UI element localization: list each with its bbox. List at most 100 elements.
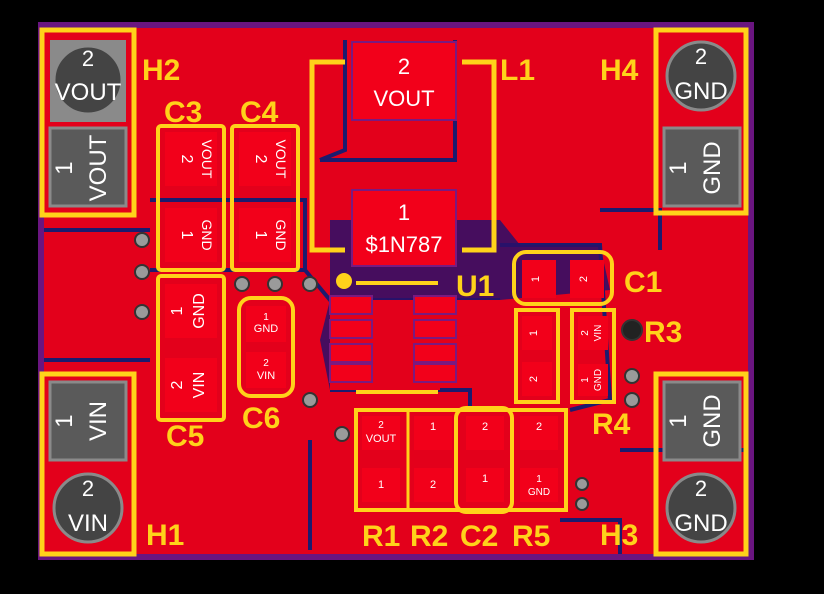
h1-pin1-net: VIN [85, 401, 112, 441]
r3-pad2-number: 2 [580, 330, 591, 336]
c6-pad2-number: 2 [263, 358, 269, 369]
ref-h2: H2 [142, 54, 180, 87]
l1-pin2-number: 2 [398, 54, 410, 79]
ref-h3: H3 [600, 519, 638, 552]
r4-pad1-net: GND [593, 369, 604, 391]
r1-pad2-number: 2 [378, 420, 384, 431]
u1-pad [413, 319, 457, 339]
c5-silk [156, 274, 226, 422]
c2-pad1 [466, 468, 504, 502]
u1-pad [329, 319, 373, 339]
ref-c1: C1 [624, 266, 662, 299]
h3-pin2-net: GND [674, 510, 727, 537]
ref-r1: R1 [362, 520, 400, 553]
r5-pad1-number: 1 [536, 474, 542, 485]
ref-r4: R4 [592, 408, 631, 441]
r5-pad2-number: 2 [536, 421, 542, 433]
c2-silk [454, 406, 514, 514]
h1-pin2-number: 2 [82, 476, 94, 501]
ref-h4: H4 [600, 54, 639, 87]
ref-r2: R2 [410, 520, 448, 553]
h4-pin2-net: GND [674, 78, 727, 105]
capacitor-c4: 2 VOUT 1 GND [230, 124, 300, 272]
via [624, 392, 640, 408]
h3-pin2-hole [665, 472, 737, 544]
c4-pad2-net: VOUT [273, 140, 289, 179]
l1-pin1-number: 1 [398, 200, 410, 225]
c5-pad2 [165, 358, 217, 412]
c6-pad1 [246, 306, 286, 342]
r5-pad2 [520, 416, 558, 450]
h4-pin1-pad [662, 126, 742, 208]
ref-h1: H1 [146, 519, 184, 552]
ref-c3: C3 [164, 96, 202, 129]
ref-u1: U1 [456, 270, 494, 303]
l1-silk-right [462, 59, 497, 253]
c2-pad1-number: 1 [482, 473, 488, 485]
via [302, 276, 318, 292]
via-group [134, 232, 643, 511]
c1-pad2 [570, 260, 604, 298]
r3-left-pad2-number: 2 [528, 376, 540, 382]
r2-pad2-number: 2 [430, 479, 436, 491]
c1-pad1-number: 1 [530, 276, 542, 282]
via [624, 368, 640, 384]
h3-pin1-net: GND [699, 394, 726, 447]
c4-pad1-net: GND [273, 219, 289, 250]
r3-left-pad1 [522, 316, 552, 350]
h2-pin2-net: VOUT [55, 79, 122, 106]
r4-pad1 [578, 364, 608, 396]
via [302, 392, 318, 408]
c4-pad2 [239, 132, 291, 186]
c6-pad1-net: GND [254, 323, 279, 335]
h1-pin2-net: VIN [68, 510, 108, 537]
connector-h2: 2 VOUT 1 VOUT [39, 27, 137, 218]
u1-pad [329, 363, 373, 383]
r1-pad1 [362, 468, 400, 502]
c6-pad1-number: 1 [263, 312, 269, 323]
u1-pin1-marker [336, 273, 352, 289]
via [334, 426, 350, 442]
r3-silk [570, 308, 616, 404]
r3-left-pad2 [522, 362, 552, 396]
inductor-l1: 2 VOUT 1 $1N787 [309, 41, 497, 267]
h3-pin2-number: 2 [695, 476, 707, 501]
resistor-r3: 1 2 2 VIN 1 GND [514, 308, 616, 404]
via [575, 497, 589, 511]
u1-pad [413, 363, 457, 383]
h2-pin1-number: 1 [51, 161, 78, 174]
c3-pad2-net: VOUT [199, 140, 215, 179]
r3-left-pad1-number: 1 [528, 330, 540, 336]
capacitor-c1: 1 2 [512, 250, 614, 306]
h4-silkscreen-outline [653, 27, 749, 216]
h2-pin2-number: 2 [82, 46, 94, 71]
c5-pad1-net: GND [191, 293, 208, 329]
c5-pad2-net: VIN [191, 372, 208, 399]
r2-pad2 [414, 468, 452, 502]
ref-c6: C6 [242, 402, 280, 435]
c1-pad2-number: 2 [578, 276, 590, 282]
h4-pin2-hole [665, 40, 737, 112]
h2-pin1-pad [48, 126, 128, 208]
c5-pad1-number: 1 [169, 306, 186, 315]
c6-pad2 [246, 352, 286, 388]
c1-pad1 [522, 260, 556, 298]
via [575, 477, 589, 491]
ref-r3: R3 [644, 316, 682, 349]
c5-pad1 [165, 284, 217, 338]
h4-pin1-number: 1 [665, 161, 692, 174]
r3-pad2-net: VIN [593, 325, 604, 342]
c6-pad2-net: VIN [257, 370, 275, 382]
h4-pin1-net: GND [699, 141, 726, 194]
u1-pad [329, 295, 373, 315]
r5-pad1-net: GND [528, 487, 550, 498]
l1-silk-left [309, 59, 345, 253]
h1-pin2-hole [52, 472, 124, 544]
ref-c2: C2 [460, 520, 498, 553]
h1-silkscreen-outline [39, 371, 137, 557]
r5-pad1 [520, 468, 558, 502]
h3-pin1-pad [662, 380, 742, 462]
c2-pad2 [466, 416, 504, 450]
